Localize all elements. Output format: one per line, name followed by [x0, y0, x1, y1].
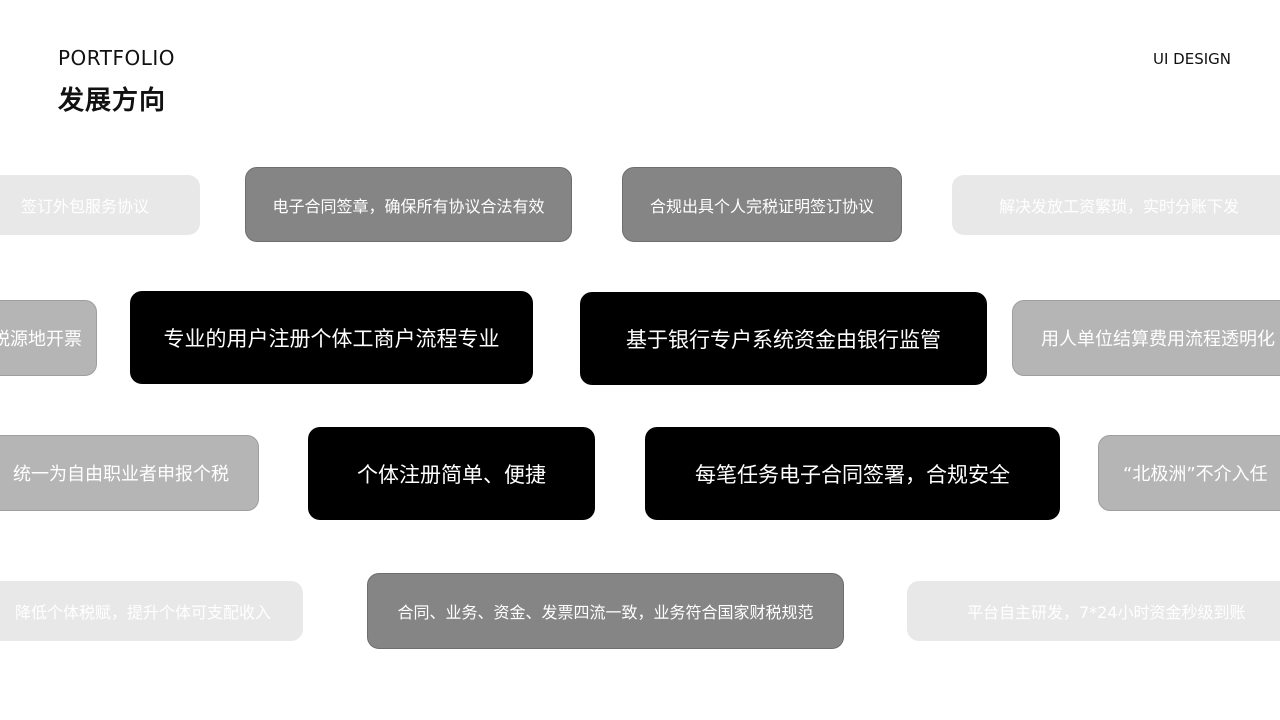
feature-pill-instant-payout: 平台自主研发，7*24小时资金秒级到账 — [907, 581, 1280, 641]
feature-pill-label: 基于银行专户系统资金由银行监管 — [626, 327, 941, 352]
feature-pill-label: 统一为自由职业者申报个税 — [13, 464, 229, 485]
feature-pill-label: “北极洲”不介入任 — [1123, 464, 1268, 485]
feature-pill-easy-registration: 个体注册简单、便捷 — [308, 427, 595, 520]
feature-pill-four-flows-consistent: 合同、业务、资金、发票四流一致，业务符合国家财税规范 — [367, 573, 844, 649]
feature-pill-label: 降低个体税赋，提升个体可支配收入 — [14, 603, 271, 622]
feature-pill-label: 用人单位结算费用流程透明化 — [1041, 329, 1275, 350]
feature-pill-business-registration: 专业的用户注册个体工商户流程专业 — [130, 291, 533, 384]
feature-pill-tax-certificate: 合规出具个人完税证明签订协议 — [622, 167, 902, 242]
page-title: 发展方向 — [58, 86, 167, 116]
feature-pill-transparent-settlement: 用人单位结算费用流程透明化 — [1012, 300, 1280, 376]
feature-pill-label: 专业的用户注册个体工商户流程专业 — [163, 326, 500, 351]
feature-pill-tax-source-invoice: 税源地开票 — [0, 300, 97, 376]
feature-pill-label: 签订外包服务协议 — [20, 197, 149, 216]
portfolio-label: PORTFOLIO — [58, 46, 175, 70]
feature-pill-outsourcing-agreement: 签订外包服务协议 — [0, 175, 200, 235]
feature-pill-label: 税源地开票 — [0, 329, 82, 350]
feature-pill-e-contract-signature: 电子合同签章，确保所有协议合法有效 — [245, 167, 572, 242]
feature-pill-label: 电子合同签章，确保所有协议合法有效 — [272, 196, 545, 216]
feature-pill-label: 合同、业务、资金、发票四流一致，业务符合国家财税规范 — [397, 603, 814, 622]
feature-pill-label: 解决发放工资繁琐，实时分账下发 — [999, 197, 1240, 216]
feature-pill-salary-split: 解决发放工资繁琐，实时分账下发 — [952, 175, 1280, 235]
feature-pill-bank-custody: 基于银行专户系统资金由银行监管 — [580, 292, 987, 385]
feature-pill-no-intervention: “北极洲”不介入任 — [1098, 435, 1280, 511]
feature-pill-task-contract: 每笔任务电子合同签署，合规安全 — [645, 427, 1060, 520]
feature-pill-label: 每笔任务电子合同签署，合规安全 — [695, 462, 1010, 487]
feature-pill-label: 平台自主研发，7*24小时资金秒级到账 — [967, 603, 1246, 622]
feature-pill-lower-tax-burden: 降低个体税赋，提升个体可支配收入 — [0, 581, 303, 641]
ui-design-label: UI DESIGN — [1153, 50, 1231, 68]
feature-pill-label: 个体注册简单、便捷 — [357, 462, 546, 487]
feature-pill-individual-tax-filing: 统一为自由职业者申报个税 — [0, 435, 259, 511]
feature-pill-label: 合规出具个人完税证明签订协议 — [649, 196, 874, 216]
